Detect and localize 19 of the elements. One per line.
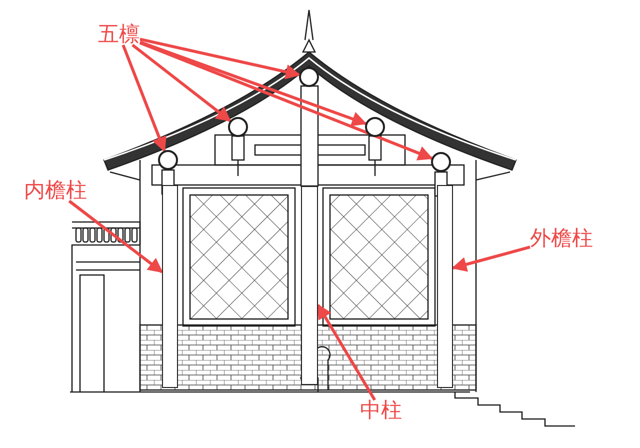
callout-label: 内檐柱 xyxy=(24,180,87,201)
purlin xyxy=(158,150,178,170)
arrow xyxy=(68,200,164,274)
arrow xyxy=(452,246,530,272)
purlin xyxy=(365,117,385,137)
arrow xyxy=(122,44,166,152)
arrow xyxy=(140,40,367,126)
purlin xyxy=(228,117,248,137)
arrow xyxy=(139,41,434,160)
column xyxy=(437,185,453,388)
arrow xyxy=(132,44,232,122)
column xyxy=(162,185,178,388)
column xyxy=(301,186,318,385)
callout-label: 外檐柱 xyxy=(530,228,593,249)
callout-label: 中柱 xyxy=(360,400,402,421)
purlin xyxy=(431,152,451,172)
callout-label: 五檩 xyxy=(98,24,140,45)
arrow xyxy=(316,304,376,401)
arrow xyxy=(140,38,301,80)
